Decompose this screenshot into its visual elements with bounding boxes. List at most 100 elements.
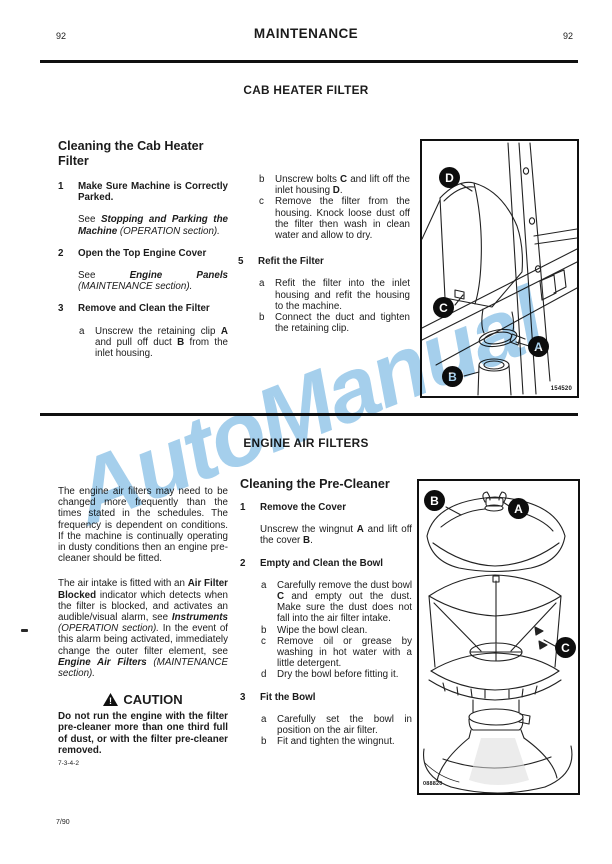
- footer-revision-code: 7/90: [56, 819, 70, 826]
- callout-a: A: [528, 336, 549, 357]
- section2-mid-column: Cleaning the Pre-Cleaner 1 Remove the Co…: [240, 477, 412, 758]
- cover-dome: [426, 496, 566, 573]
- caution-label: CAUTION: [123, 692, 183, 708]
- callout-a: A: [508, 498, 529, 519]
- latch-clips: [534, 626, 548, 650]
- wingnut: [482, 491, 507, 512]
- step-title: Open the Top Engine Cover: [78, 247, 207, 259]
- section-title-engine-air-filters: ENGINE AIR FILTERS: [243, 436, 369, 450]
- step-3-continued: b Unscrew bolts C and lift off the inlet…: [238, 174, 410, 241]
- warning-triangle-icon: !: [103, 693, 119, 707]
- figure-number: 154520: [550, 386, 572, 392]
- substep-letter: c: [261, 635, 266, 647]
- step-title: Refit the Filter: [258, 256, 324, 268]
- step-3: 3 Remove and Clean the Filter a Unscrew …: [58, 303, 228, 359]
- callout-b: B: [442, 366, 463, 387]
- step-number: 3: [240, 691, 246, 703]
- step-title: Fit the Bowl: [260, 691, 316, 703]
- substep-letter: c: [259, 196, 264, 208]
- substep-text: Carefully remove the dust bowl C and emp…: [277, 579, 412, 625]
- caution-header: ! CAUTION: [58, 693, 228, 706]
- substep-letter: a: [259, 278, 265, 290]
- substep-text: Fit and tighten the wingnut.: [277, 736, 395, 748]
- caution-block: ! CAUTION Do not run the engine with the…: [58, 693, 228, 769]
- step-number: 3: [58, 303, 64, 315]
- leader-lines: [454, 183, 530, 377]
- step-text: Unscrew the wingnut A and lift off the c…: [260, 524, 412, 547]
- substep-letter: b: [259, 312, 265, 324]
- step-number: 2: [58, 247, 64, 259]
- callout-b: B: [424, 490, 445, 511]
- substep-d: d Dry the bowl before fitting it.: [260, 669, 412, 680]
- substep-b: b Fit and tighten the wingnut.: [260, 736, 412, 747]
- inlet-housing: [422, 181, 523, 308]
- section-divider-rule: [40, 413, 578, 416]
- step-1: 1 Remove the Cover Unscrew the wingnut A…: [240, 502, 412, 547]
- substep-c: c Remove the filter from the housing. Kn…: [258, 196, 410, 241]
- frame-rail: [422, 248, 577, 366]
- step-2: 2 Empty and Clean the Bowl a Carefully r…: [240, 558, 412, 681]
- substep-text: Remove the filter from the housing. Knoc…: [275, 196, 410, 242]
- section2-left-column: The engine air filters may need to be ch…: [58, 486, 228, 769]
- step-number: 1: [240, 502, 246, 513]
- step-title: Remove and Clean the Filter: [78, 303, 210, 315]
- dust-bowl: [428, 574, 562, 668]
- flange-ring: [428, 652, 562, 701]
- substep-b: b Wipe the bowl clean.: [260, 625, 412, 636]
- substep-text: Wipe the bowl clean.: [277, 624, 368, 636]
- substep-text: Unscrew the retaining clip A and pull of…: [95, 325, 228, 360]
- caution-text: Do not run the engine with the filter pr…: [58, 711, 228, 756]
- step-2: 2 Open the Top Engine Cover See Engine P…: [58, 248, 228, 293]
- page-number-left: 92: [56, 31, 67, 41]
- step-title: Empty and Clean the Bowl: [260, 557, 384, 569]
- substep-a: a Carefully set the bowl in position on …: [260, 714, 412, 736]
- substep-text: Carefully set the bowl in position on th…: [277, 713, 412, 737]
- callout-d: D: [439, 167, 460, 188]
- neck-and-clamp: [468, 699, 531, 739]
- section1-left-column: Cleaning the Cab Heater Filter 1 Make Su…: [58, 139, 228, 370]
- substep-b: b Unscrew bolts C and lift off the inlet…: [258, 174, 410, 196]
- step-number: 5: [238, 256, 244, 268]
- substep-text: Connect the duct and tighten the retaini…: [275, 312, 410, 335]
- substep-letter: a: [79, 325, 85, 337]
- page-title: MAINTENANCE: [253, 26, 359, 41]
- step-title: Remove the Cover: [260, 502, 347, 513]
- intro-paragraph: The engine air filters may need to be ch…: [58, 486, 228, 565]
- leader-lines: [445, 501, 556, 647]
- substep-text: Unscrew bolts C and lift off the inlet h…: [275, 174, 410, 197]
- step-title: Make Sure Machine is Correctly Parked.: [78, 181, 228, 204]
- callout-c: C: [555, 637, 576, 658]
- substep-a: a Carefully remove the dust bowl C and e…: [260, 580, 412, 625]
- frame-mast: [507, 142, 577, 395]
- air-filter-blocked-paragraph: The air intake is fitted with an Air Fil…: [58, 578, 228, 680]
- substep-text: Remove oil or grease by washing in hot w…: [277, 635, 412, 670]
- step-1: 1 Make Sure Machine is Correctly Parked.…: [58, 181, 228, 237]
- step-reference: See Engine Panels (MAINTENANCE section).: [78, 270, 228, 293]
- step-reference: See Stopping and Parking the Machine (OP…: [78, 214, 228, 237]
- substep-letter: d: [261, 669, 267, 681]
- figure-pre-cleaner: B A C 088820: [417, 479, 580, 795]
- step-3: 3 Fit the Bowl a Carefully set the bowl …: [240, 692, 412, 748]
- pre-cleaner-drawing: [422, 491, 573, 793]
- subsection-heading: Cleaning the Pre-Cleaner: [240, 477, 390, 491]
- step-5: 5 Refit the Filter a Refit the filter in…: [238, 256, 410, 334]
- substep-b: b Connect the duct and tighten the retai…: [258, 312, 410, 334]
- header-rule: [40, 60, 578, 63]
- section-title-cab-heater-filter: CAB HEATER FILTER: [243, 83, 369, 97]
- figure-cab-heater-filter: D C A B 154520: [420, 139, 579, 398]
- substep-letter: b: [261, 736, 267, 748]
- substep-letter: a: [261, 713, 267, 725]
- substep-a: a Unscrew the retaining clip A and pull …: [78, 326, 228, 360]
- substep-a: a Refit the filter into the inlet housin…: [258, 278, 410, 312]
- substep-text: Refit the filter into the inlet housing …: [275, 278, 410, 312]
- section1-mid-column: b Unscrew bolts C and lift off the inlet…: [238, 174, 410, 345]
- substep-letter: b: [259, 174, 265, 185]
- figure-number: 088820: [423, 781, 443, 787]
- substep-text: Dry the bowl before fitting it.: [277, 669, 399, 681]
- caution-code: 7-3-4-2: [58, 760, 79, 768]
- scan-artifact-mark: [21, 629, 28, 632]
- substep-letter: b: [261, 624, 267, 636]
- svg-text:!: !: [109, 696, 112, 706]
- filter-base: [422, 737, 573, 793]
